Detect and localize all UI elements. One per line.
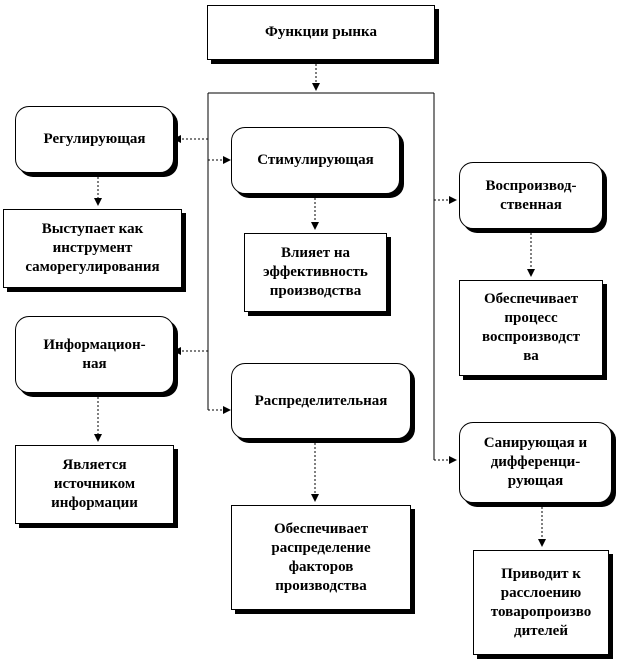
reproductive-function-box: Воспроизвод-ственная xyxy=(459,162,603,229)
title-box: Функции рынка xyxy=(207,5,435,60)
distributive-function-box: Распределительная xyxy=(231,363,411,439)
informational-function-box: Информацион-ная xyxy=(15,316,174,393)
title-label: Функции рынка xyxy=(265,24,377,40)
regulating-function-label: Регулирующая xyxy=(43,131,146,147)
informational-function-label: Информацион-ная xyxy=(43,336,146,372)
stimulating-function-box: Стимулирующая xyxy=(231,127,400,194)
distributive-function-label: Распределительная xyxy=(254,392,388,409)
regulating-function-box: Регулирующая xyxy=(15,106,174,173)
stimulating-function-label: Стимулирующая xyxy=(257,152,374,168)
reproductive-function-label: Воспроизвод-ственная xyxy=(485,177,577,213)
